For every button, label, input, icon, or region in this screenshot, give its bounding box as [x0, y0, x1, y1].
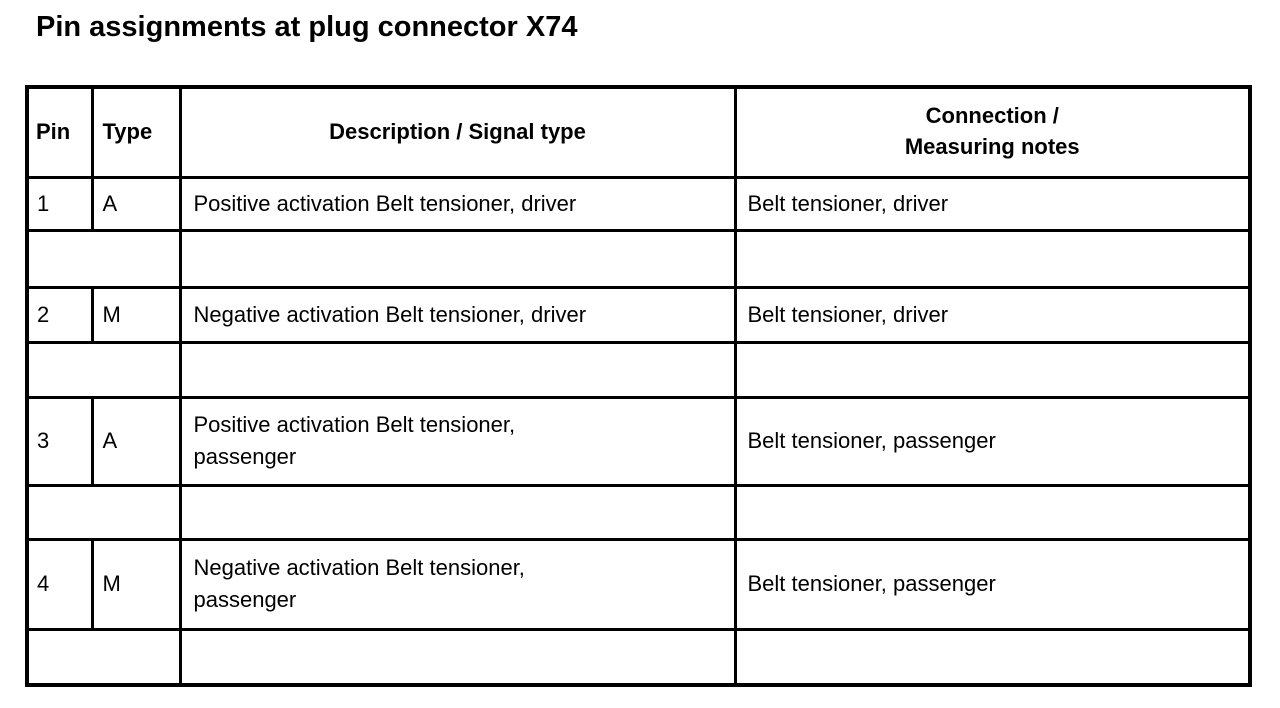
spacer-cell-connection: [733, 228, 1252, 289]
spacer-cell-connection: [733, 483, 1252, 541]
header-cell-type: Type: [90, 85, 182, 179]
spacer-row: [25, 340, 1252, 399]
table-row-pin-4: 4 M Negative activation Belt tensioner, …: [25, 537, 1252, 631]
spacer-cell-pin-type: [25, 228, 182, 289]
connection-cell: Belt tensioner, driver: [733, 285, 1252, 344]
spacer-row: [25, 228, 1252, 289]
spacer-row: [25, 627, 1252, 687]
type-cell: M: [90, 285, 182, 344]
connection-cell: Belt tensioner, driver: [733, 175, 1252, 232]
spacer-cell-description: [178, 483, 737, 541]
table-row-pin-1: 1 A Positive activation Belt tensioner, …: [25, 175, 1252, 232]
page-title: Pin assignments at plug connector X74: [36, 11, 578, 43]
pin-cell: 2: [25, 285, 94, 344]
spacer-cell-pin-type: [25, 340, 182, 399]
spacer-row: [25, 483, 1252, 541]
header-cell-description: Description / Signal type: [178, 85, 737, 179]
spacer-cell-description: [178, 627, 737, 687]
spacer-cell-connection: [733, 340, 1252, 399]
spacer-cell-pin-type: [25, 483, 182, 541]
pin-assignment-table: Pin Type Description / Signal type Conne…: [25, 85, 1252, 687]
table-row-pin-2: 2 M Negative activation Belt tensioner, …: [25, 285, 1252, 344]
header-cell-connection: Connection / Measuring notes: [733, 85, 1252, 179]
header-row: Pin Type Description / Signal type Conne…: [25, 85, 1252, 179]
header-cell-pin: Pin: [25, 85, 94, 179]
description-cell: Positive activation Belt tensioner, pass…: [178, 395, 737, 487]
type-cell: M: [90, 537, 182, 631]
connection-cell: Belt tensioner, passenger: [733, 395, 1252, 487]
table-row-pin-3: 3 A Positive activation Belt tensioner, …: [25, 395, 1252, 487]
description-cell: Positive activation Belt tensioner, driv…: [178, 175, 737, 232]
spacer-cell-description: [178, 340, 737, 399]
spacer-cell-pin-type: [25, 627, 182, 687]
type-cell: A: [90, 395, 182, 487]
pin-cell: 1: [25, 175, 94, 232]
connection-cell: Belt tensioner, passenger: [733, 537, 1252, 631]
description-cell: Negative activation Belt tensioner, pass…: [178, 537, 737, 631]
pin-cell: 4: [25, 537, 94, 631]
spacer-cell-description: [178, 228, 737, 289]
type-cell: A: [90, 175, 182, 232]
spacer-cell-connection: [733, 627, 1252, 687]
description-cell: Negative activation Belt tensioner, driv…: [178, 285, 737, 344]
pin-cell: 3: [25, 395, 94, 487]
